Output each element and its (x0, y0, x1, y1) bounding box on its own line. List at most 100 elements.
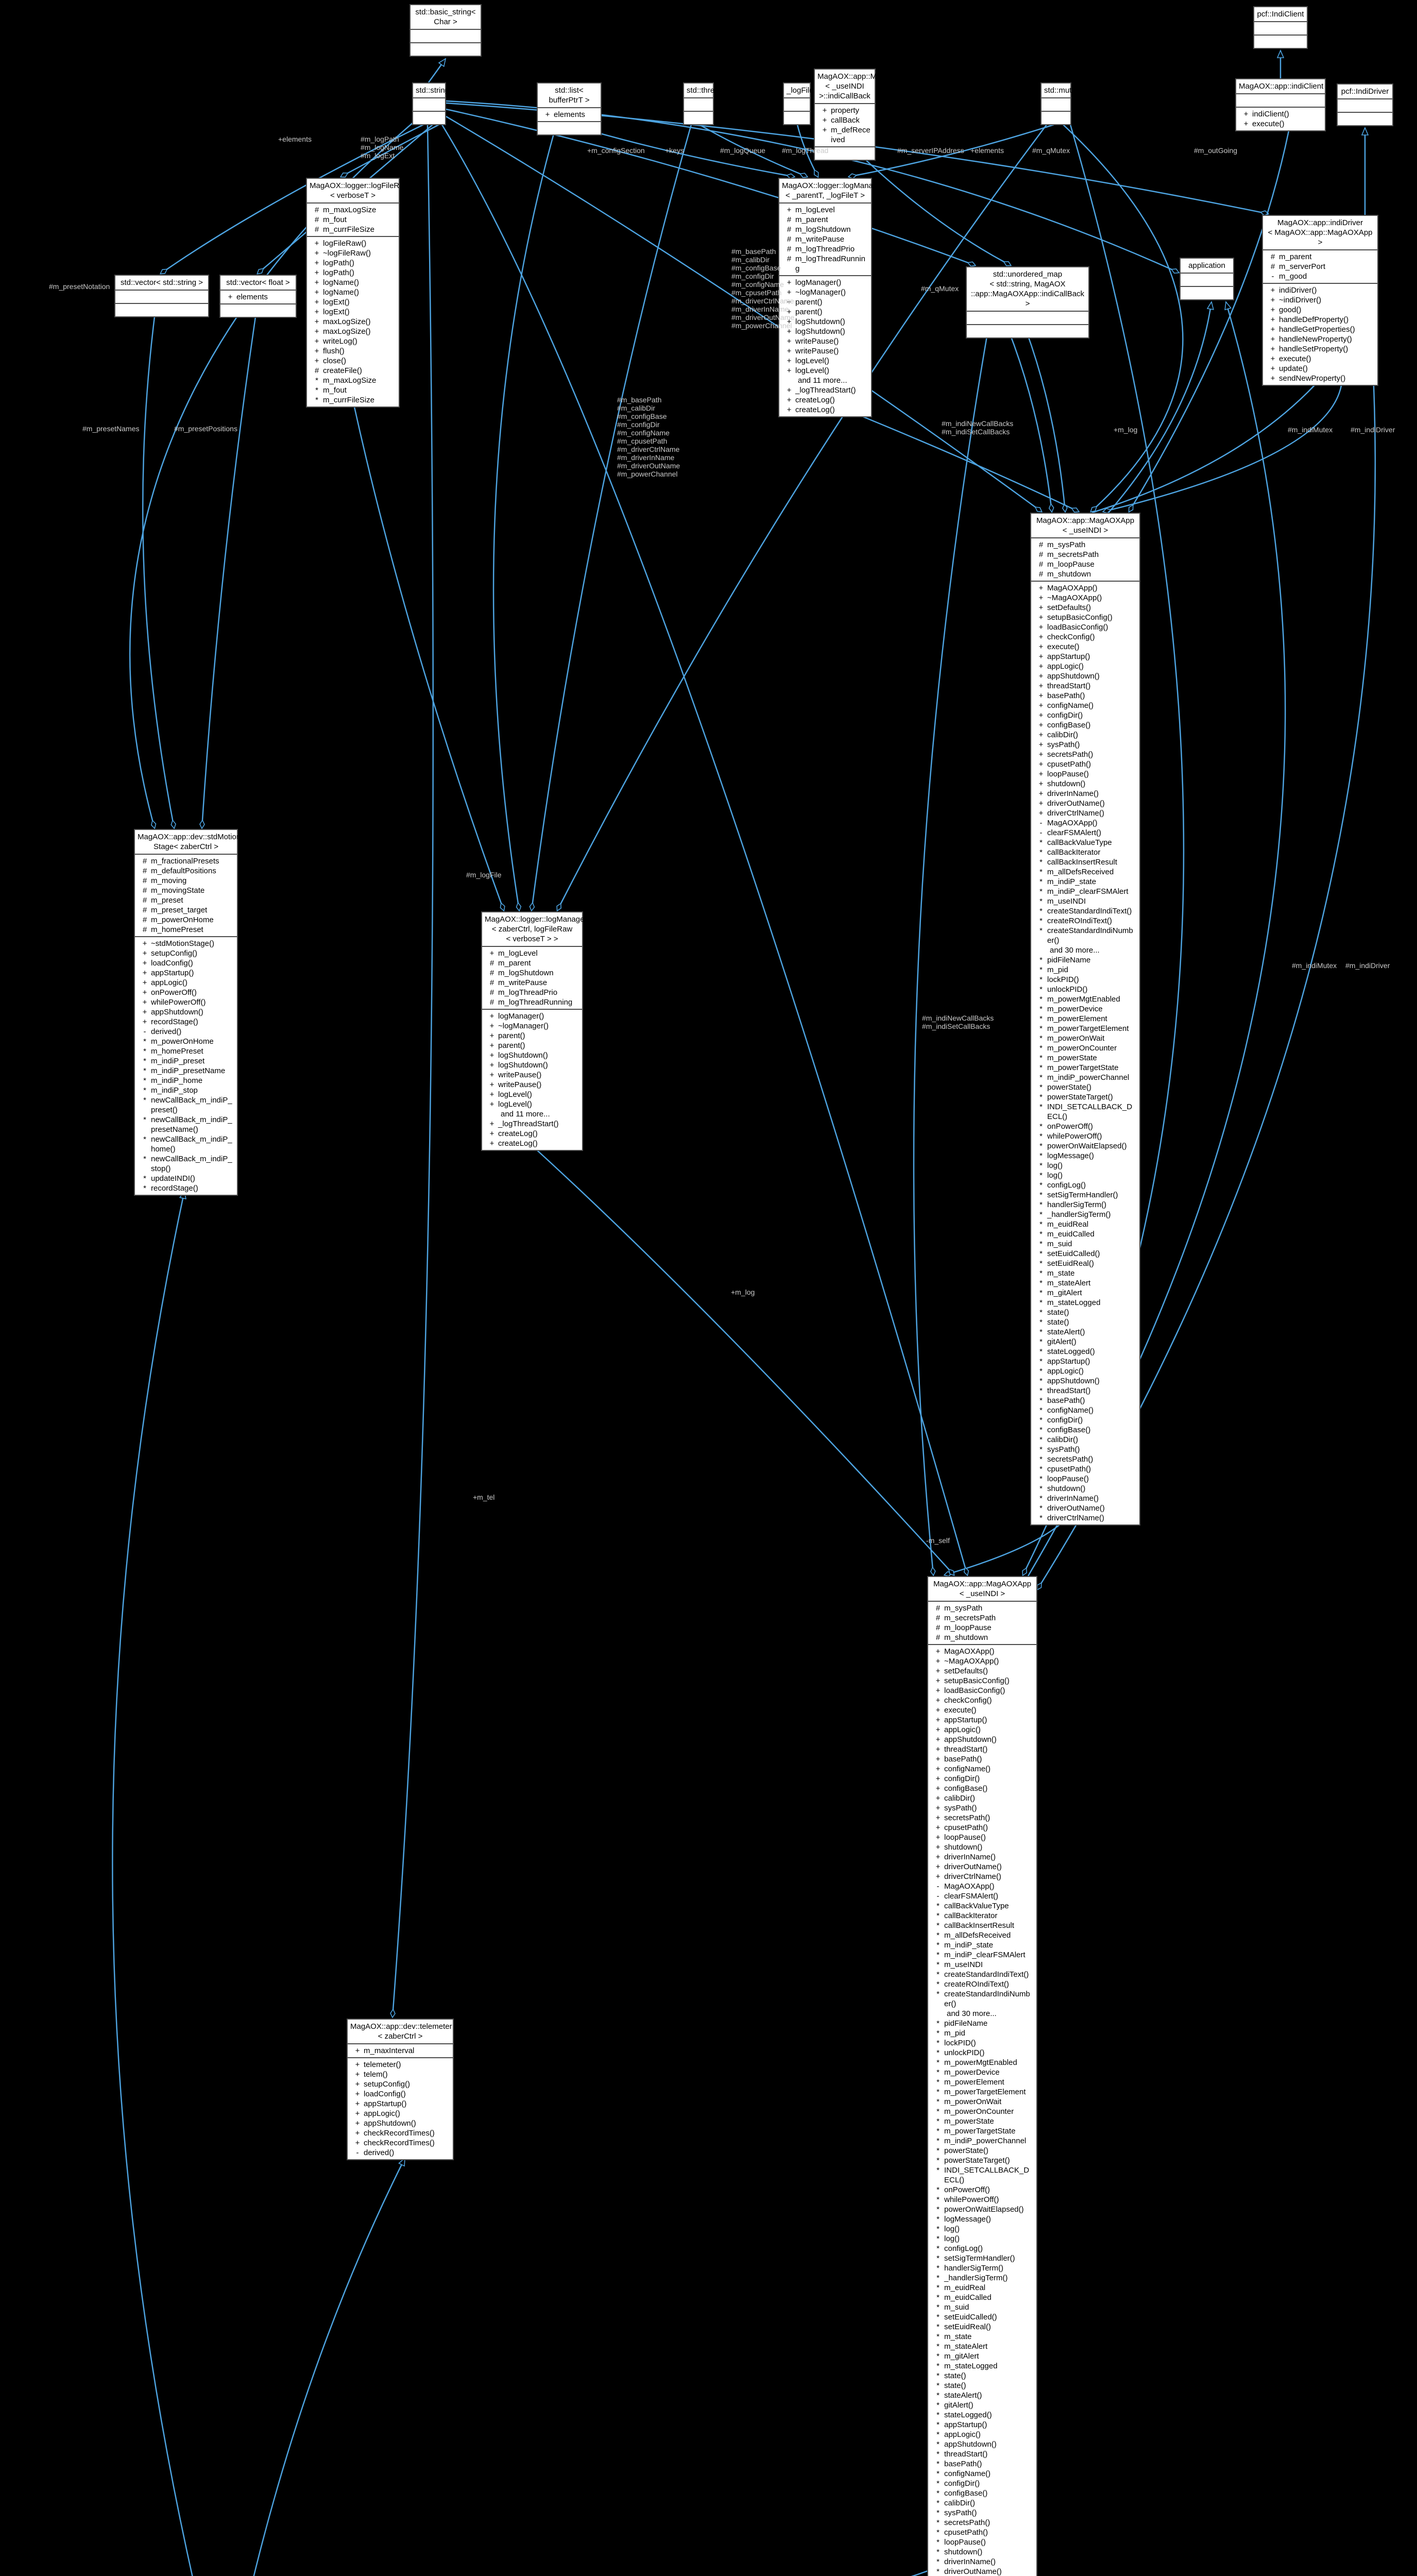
member-row: -derived() (143, 1027, 182, 1036)
class-node-logmanager-template[interactable]: MagAOX::logger::logManager < _parentT, _… (778, 178, 884, 417)
member-row: *powerState() (936, 2146, 988, 2155)
member-row: *newCallBack_m_indiP_presetName() (143, 1115, 232, 1134)
member-row: *m_allDefsReceived (1039, 868, 1114, 876)
class-node-thread[interactable]: std::thread (683, 82, 723, 125)
member-row: *m_powerOnHome (143, 1037, 214, 1046)
member-row: *createStandardIndiNumber() (936, 1990, 1030, 2008)
member-row: *configBase() (1039, 1426, 1091, 1434)
member-row: +logManager() (787, 278, 842, 287)
class-node-magaoxapp-1[interactable]: MagAOX::app::MagAOXApp < _useINDI >#m_sy… (1030, 513, 1140, 1526)
member-row: #m_preset_target (142, 906, 208, 914)
class-node-list-bufferptr[interactable]: std::list< bufferPtrT >+elements (537, 82, 602, 135)
member-row: *m_euidCalled (1039, 1230, 1095, 1239)
member-row: *m_powerOnCounter (1039, 1044, 1117, 1053)
member-row: -derived() (356, 2148, 395, 2157)
class-node-basic-string[interactable]: std::basic_string< Char > (409, 4, 482, 57)
member-row: +handleDefProperty() (1270, 315, 1349, 324)
member-row: +checkConfig() (935, 1696, 992, 1705)
member-row: +logLevel() (489, 1090, 532, 1099)
class-title: std::basic_string< Char > (415, 8, 476, 26)
class-node-application[interactable]: application (1180, 258, 1234, 300)
methods-section (815, 146, 875, 160)
class-node-string[interactable]: std::string (412, 82, 449, 125)
member-row: *pidFileName (936, 2019, 988, 2028)
class-node-logfileraw[interactable]: MagAOX::logger::logFileRaw < verboseT >#… (306, 178, 409, 408)
methods-section (1181, 286, 1233, 299)
member-row: *secretsPath() (1039, 1455, 1094, 1464)
aggregation-edge (202, 316, 257, 828)
member-row: *createStandardIndiText() (1039, 907, 1132, 916)
class-node-indicallback[interactable]: MagAOX::app::MagAOXApp < _useINDI >::ind… (814, 69, 915, 161)
attributes-section (684, 97, 713, 111)
member-row: *state() (936, 2381, 966, 2390)
class-node-magaoxapp-2[interactable]: MagAOX::app::MagAOXApp < _useINDI >#m_sy… (927, 1576, 1037, 2576)
member-row: +createLog() (489, 1139, 538, 1148)
member-row: #m_secretsPath (935, 1614, 996, 1622)
aggregation-edge (849, 124, 1054, 177)
class-node-vector-string[interactable]: std::vector< std::string > (114, 275, 209, 317)
edge-label: #m_outGoing (1194, 146, 1238, 155)
member-row: *m_indiP_home (143, 1076, 203, 1085)
member-row: *m_euidReal (1039, 1220, 1089, 1229)
attributes-section: +elements (538, 107, 601, 121)
class-node-stdmotionstage[interactable]: MagAOX::app::dev::stdMotion Stage< zaber… (134, 829, 241, 1196)
class-node-mutex[interactable]: std::mutex (1040, 82, 1080, 125)
class-node-logmanager-zaber[interactable]: MagAOX::logger::logManager < zaberCtrl, … (481, 911, 587, 1151)
member-row: *m_allDefsReceived (936, 1931, 1011, 1940)
aggregation-edge (392, 124, 434, 2017)
class-title: MagAOX::app::MagAOXApp < _useINDI > (933, 1580, 1032, 1598)
class-title: application (1188, 261, 1225, 270)
class-node-vector-float[interactable]: std::vector< float >+elements (219, 275, 297, 318)
attributes-section: #m_sysPath#m_secretsPath#m_loopPause#m_s… (928, 1601, 1036, 1644)
member-row: *threadStart() (936, 2450, 988, 2459)
member-row: *newCallBack_m_indiP_preset() (143, 1096, 232, 1114)
member-row: +logManager() (489, 1012, 544, 1021)
class-node-logfilet[interactable]: _logFileT (783, 82, 818, 125)
member-row: *whilePowerOff() (936, 2195, 999, 2204)
edge-label: +m_log (731, 1288, 755, 1296)
member-row: *m_powerElement (1039, 1014, 1107, 1023)
member-row: +parent() (787, 298, 823, 307)
member-row: -clearFSMAlert() (936, 1892, 999, 1901)
member-row: +loopPause() (935, 1833, 986, 1842)
member-row: *m_gitAlert (936, 2352, 979, 2361)
member-row: +m_logLevel (489, 949, 538, 958)
aggregation-edge (1129, 130, 1290, 512)
member-row: #m_parent (1270, 252, 1312, 261)
attributes-section (967, 311, 1088, 324)
edge-label: +m_configSection (587, 146, 645, 155)
member-row: +checkConfig() (1038, 633, 1095, 641)
member-row: *recordStage() (143, 1184, 198, 1193)
member-row: *driverOutName() (936, 2567, 1002, 2576)
member-row: +logShutdown() (787, 327, 845, 336)
member-row: #m_currFileSize (314, 225, 375, 234)
member-row: #m_logShutdown (489, 969, 554, 977)
attributes-section: #m_sysPath#m_secretsPath#m_loopPause#m_s… (1031, 537, 1139, 581)
class-node-app-indiclient[interactable]: MagAOX::app::indiClient+indiClient()+exe… (1235, 78, 1326, 131)
member-row: *lockPID() (936, 2039, 976, 2047)
member-row: +calibDir() (1038, 731, 1078, 739)
class-node-pcf-indidriver[interactable]: pcf::IndiDriver (1337, 83, 1393, 126)
member-row: +setDefaults() (935, 1667, 988, 1675)
member-row: #m_homePreset (142, 925, 203, 934)
member-row: *threadStart() (1039, 1386, 1091, 1395)
methods-section (115, 303, 208, 316)
member-row: *basePath() (1039, 1396, 1085, 1405)
member-row: +execute() (935, 1706, 977, 1715)
class-node-telemeter[interactable]: MagAOX::app::dev::telemeter < zaberCtrl … (347, 2019, 454, 2160)
member-row: *m_stateAlert (1039, 1279, 1091, 1287)
member-row: +logLevel() (787, 357, 829, 365)
member-row: +writeLog() (314, 337, 357, 346)
member-row: +loadBasicConfig() (935, 1686, 1005, 1695)
class-node-unordered-map[interactable]: std::unordered_map < std::string, MagAOX… (966, 266, 1089, 338)
member-row: *gitAlert() (936, 2401, 974, 2410)
member-row: +appLogic() (1038, 662, 1084, 671)
attributes-section (1181, 273, 1233, 286)
member-row: *cpusetPath() (936, 2528, 988, 2537)
class-node-pcf-indiclient[interactable]: pcf::IndiClient (1253, 6, 1308, 49)
member-row: +checkRecordTimes() (355, 2139, 435, 2147)
class-node-indidriver[interactable]: MagAOX::app::indiDriver < MagAOX::app::M… (1262, 215, 1378, 386)
member-row: #m_defaultPositions (142, 867, 216, 875)
methods-section: +logManager()+~logManager()+parent()+par… (482, 1009, 582, 1150)
